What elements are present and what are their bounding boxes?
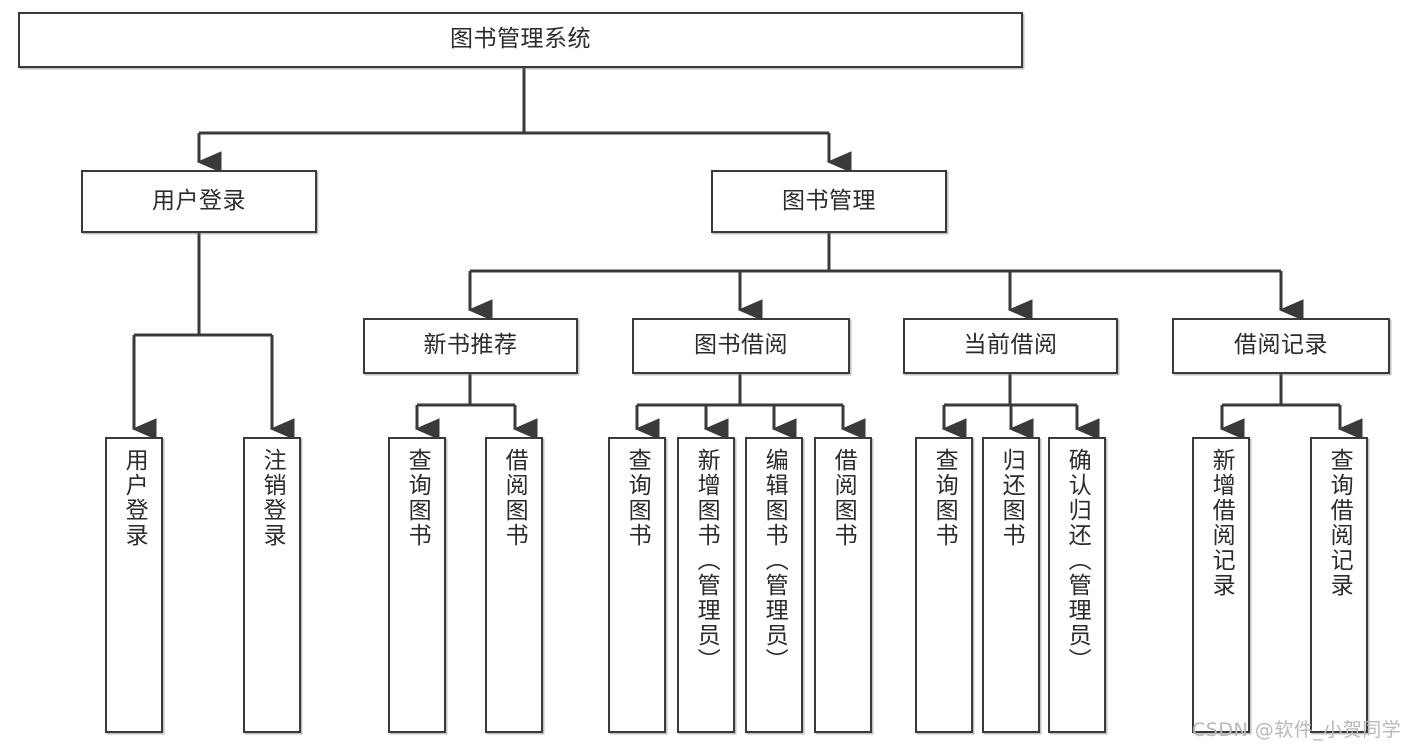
node-current-borrow[interactable]: 当前借阅 [903,318,1118,374]
leaf-query-book-current[interactable]: 查询图书 [915,437,973,733]
leaf-confirm-return-admin[interactable]: 确认归还（管理员） [1048,437,1106,733]
node-label: 借阅记录 [1234,332,1328,359]
node-label: 用户登录 [152,187,246,214]
csdn-watermark: CSDN @软件_小贺同学 [1192,719,1402,741]
node-label: 归还图书 [998,448,1025,548]
node-user-login[interactable]: 用户登录 [81,170,317,233]
node-label: 新增图书（管理员） [693,448,720,673]
leaf-borrow-book[interactable]: 借阅图书 [814,437,872,733]
node-root-system[interactable]: 图书管理系统 [18,12,1023,68]
node-label: 当前借阅 [963,332,1058,359]
node-label: 查询图书 [624,448,651,548]
node-label: 查询借阅记录 [1326,448,1353,598]
node-label: 图书管理 [782,187,876,214]
leaf-edit-book-admin[interactable]: 编辑图书（管理员） [745,437,803,733]
node-book-management[interactable]: 图书管理 [711,170,947,233]
leaf-add-book-admin[interactable]: 新增图书（管理员） [677,437,735,733]
leaf-return-book[interactable]: 归还图书 [982,437,1040,733]
node-label: 查询图书 [404,448,431,548]
leaf-query-borrow-record[interactable]: 查询借阅记录 [1310,437,1368,733]
node-label: 借阅图书 [830,448,857,548]
node-label: 注销登录 [259,448,286,548]
node-label: 图书借阅 [694,332,788,359]
leaf-logout[interactable]: 注销登录 [243,437,301,733]
node-label: 编辑图书（管理员） [761,448,788,673]
leaf-borrow-book-recommend[interactable]: 借阅图书 [485,437,543,733]
node-label: 新书推荐 [423,332,518,359]
leaf-user-login[interactable]: 用户登录 [105,437,163,733]
node-label: 新增借阅记录 [1208,448,1235,598]
leaf-query-book-recommend[interactable]: 查询图书 [388,437,446,733]
node-book-borrow[interactable]: 图书借阅 [632,318,850,374]
leaf-query-book[interactable]: 查询图书 [608,437,666,733]
node-new-book-recommend[interactable]: 新书推荐 [363,318,578,374]
node-borrow-record[interactable]: 借阅记录 [1172,318,1390,374]
node-label: 查询图书 [931,448,958,548]
node-label: 图书管理系统 [450,26,591,53]
leaf-add-borrow-record[interactable]: 新增借阅记录 [1192,437,1250,733]
node-label: 用户登录 [121,448,148,548]
node-label: 借阅图书 [501,448,528,548]
node-label: 确认归还（管理员） [1064,448,1091,673]
